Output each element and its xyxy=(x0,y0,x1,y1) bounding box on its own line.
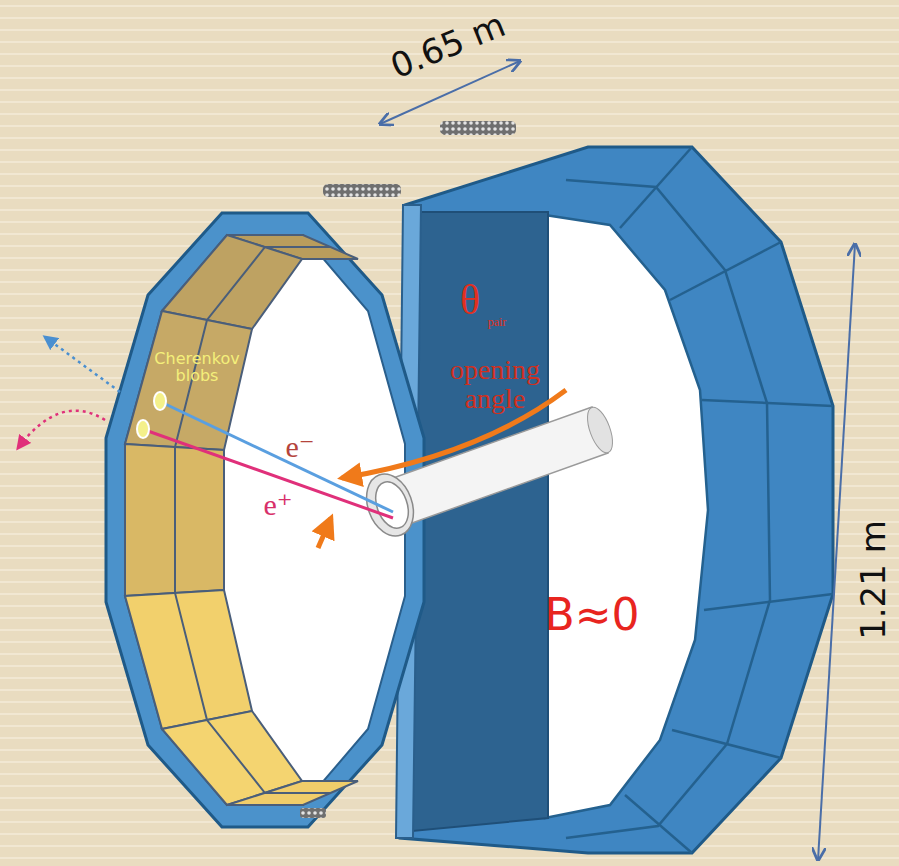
angle-label: opening angle xyxy=(425,355,565,414)
front-opening xyxy=(125,235,405,805)
inner-panels xyxy=(125,235,358,805)
connector-strip xyxy=(323,184,401,197)
beam-pipe-flange xyxy=(358,467,421,542)
cherenkov-blob xyxy=(154,392,166,410)
inner-panel xyxy=(125,590,252,729)
front-ring xyxy=(106,213,424,827)
light-arrow xyxy=(45,337,120,392)
particle-label: e⁻ xyxy=(285,431,314,463)
field-label: B≈0 xyxy=(544,592,639,638)
panel-midline xyxy=(175,247,330,793)
connector-strip xyxy=(440,121,516,135)
inner-panel xyxy=(125,311,252,450)
beam-pipe-end xyxy=(582,404,617,456)
cherenkov-blob xyxy=(137,420,149,438)
connector-strip xyxy=(300,808,326,818)
barrel-opening xyxy=(545,215,708,818)
beam-pipe xyxy=(382,407,608,528)
dimension-line xyxy=(818,244,855,860)
light-arrow xyxy=(18,411,105,448)
dimension-label: 0.65 m xyxy=(386,7,510,85)
angle-symbol: θ xyxy=(460,278,480,322)
dimension-label: 1.21 m xyxy=(856,520,892,640)
angle-arrow xyxy=(342,390,566,478)
angle-subscript: pair xyxy=(488,316,507,329)
part-label: Cherenkov blobs xyxy=(149,351,245,385)
particle-label: e⁺ xyxy=(263,489,292,521)
angle-arrow xyxy=(318,518,331,548)
